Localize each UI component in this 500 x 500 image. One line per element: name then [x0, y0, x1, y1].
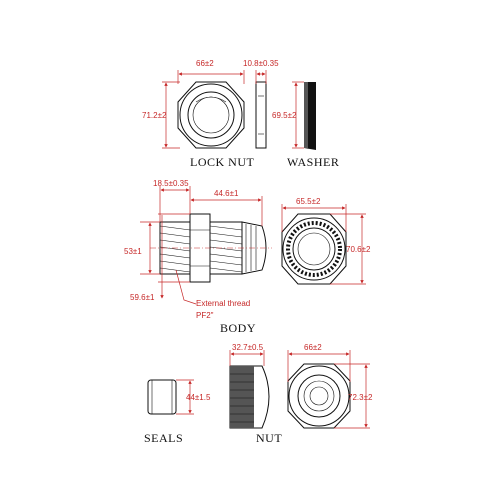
nut-side-view [229, 365, 270, 429]
nut-title: NUT [256, 431, 282, 445]
body-end-height-label: 70.6±2 [346, 245, 371, 254]
washer-side-view [255, 81, 316, 150]
washer-title: WASHER [287, 155, 339, 169]
locknut-width-label: 66±2 [196, 59, 214, 68]
body-thread-length-label: 18.5±0.35 [153, 179, 189, 188]
body-end-view [281, 213, 347, 285]
seal-side-view [147, 379, 177, 415]
nut-length-label: 32.7±0.5 [232, 343, 264, 352]
seals-title: SEALS [144, 431, 183, 445]
locknut-front-view [177, 81, 245, 149]
seal-height-label: 44±1.5 [186, 393, 211, 402]
body-length-label: 44.6±1 [214, 189, 239, 198]
body-length-dimension: 44.6±1 [190, 189, 263, 226]
body-base-dia-label: 59.6±1 [130, 293, 155, 302]
body-side-view [150, 213, 272, 283]
body-base-dia-dimension: 59.6±1 [130, 213, 190, 302]
nut-front-view [287, 363, 351, 429]
washer-height-dimension: 69.5±2 [272, 81, 304, 149]
body-title: BODY [220, 321, 256, 335]
body-end-width-label: 65.5±2 [296, 197, 321, 206]
nut-length-dimension: 32.7±0.5 [229, 343, 265, 366]
locknut-height-dimension: 71.2±2 [142, 81, 180, 149]
lock-nut-title: LOCK NUT [190, 155, 254, 169]
body-thread-length-dimension: 18.5±0.35 [153, 179, 191, 222]
nut-height-label: 72.3±2 [348, 393, 373, 402]
nut-height-dimension: 72.3±2 [334, 363, 373, 429]
washer-thickness-dimension: 10.8±0.35 [243, 59, 279, 84]
washer-height-label: 69.5±2 [272, 111, 297, 120]
body-end-width-dimension: 65.5±2 [281, 197, 347, 232]
nut-width-dimension: 66±2 [287, 343, 351, 382]
locknut-width-dimension: 66±2 [177, 59, 245, 84]
body-thread-dia-dimension: 53±1 [124, 221, 160, 275]
body-thread-dia-label: 53±1 [124, 247, 142, 256]
external-thread-label: External thread [196, 299, 250, 308]
seal-height-dimension: 44±1.5 [176, 379, 211, 415]
washer-thickness-label: 10.8±0.35 [243, 59, 279, 68]
external-thread-callout: External thread PF2" [175, 269, 250, 320]
body-end-height-dimension: 70.6±2 [330, 213, 371, 285]
nut-width-label: 66±2 [304, 343, 322, 352]
thread-type-label: PF2" [196, 311, 214, 320]
locknut-height-label: 71.2±2 [142, 111, 167, 120]
